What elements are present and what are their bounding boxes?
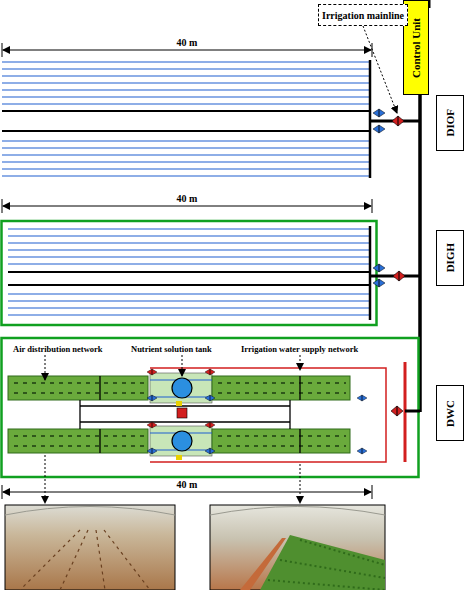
photo-dwc-empty [5, 505, 175, 590]
dimension-label: 40 m [176, 194, 199, 204]
box-text: Irrigation mainline [322, 10, 404, 21]
callout-box: Irrigation mainline [318, 4, 408, 26]
dimension-label: 40 m [176, 38, 199, 48]
part-label: Nutrient solution tank [130, 345, 213, 354]
system-box: DWC [436, 385, 464, 441]
diof-field [2, 43, 420, 178]
box-text: DWC [444, 400, 456, 427]
dimension-label: 40 m [176, 480, 199, 490]
box-text: Control Unit [410, 18, 422, 78]
box-text: DIOF [444, 109, 456, 137]
digh-field [2, 199, 421, 325]
box-text: DIGH [444, 243, 456, 272]
system-box: DIGH [436, 230, 464, 286]
leader-lines [45, 26, 397, 503]
system-box: DIOF [436, 95, 464, 151]
dwc-system [2, 338, 421, 499]
photo-dwc-crop [210, 505, 385, 590]
part-label: Air distribution network [12, 345, 104, 354]
part-label: Irrigation water supply network [240, 345, 359, 354]
